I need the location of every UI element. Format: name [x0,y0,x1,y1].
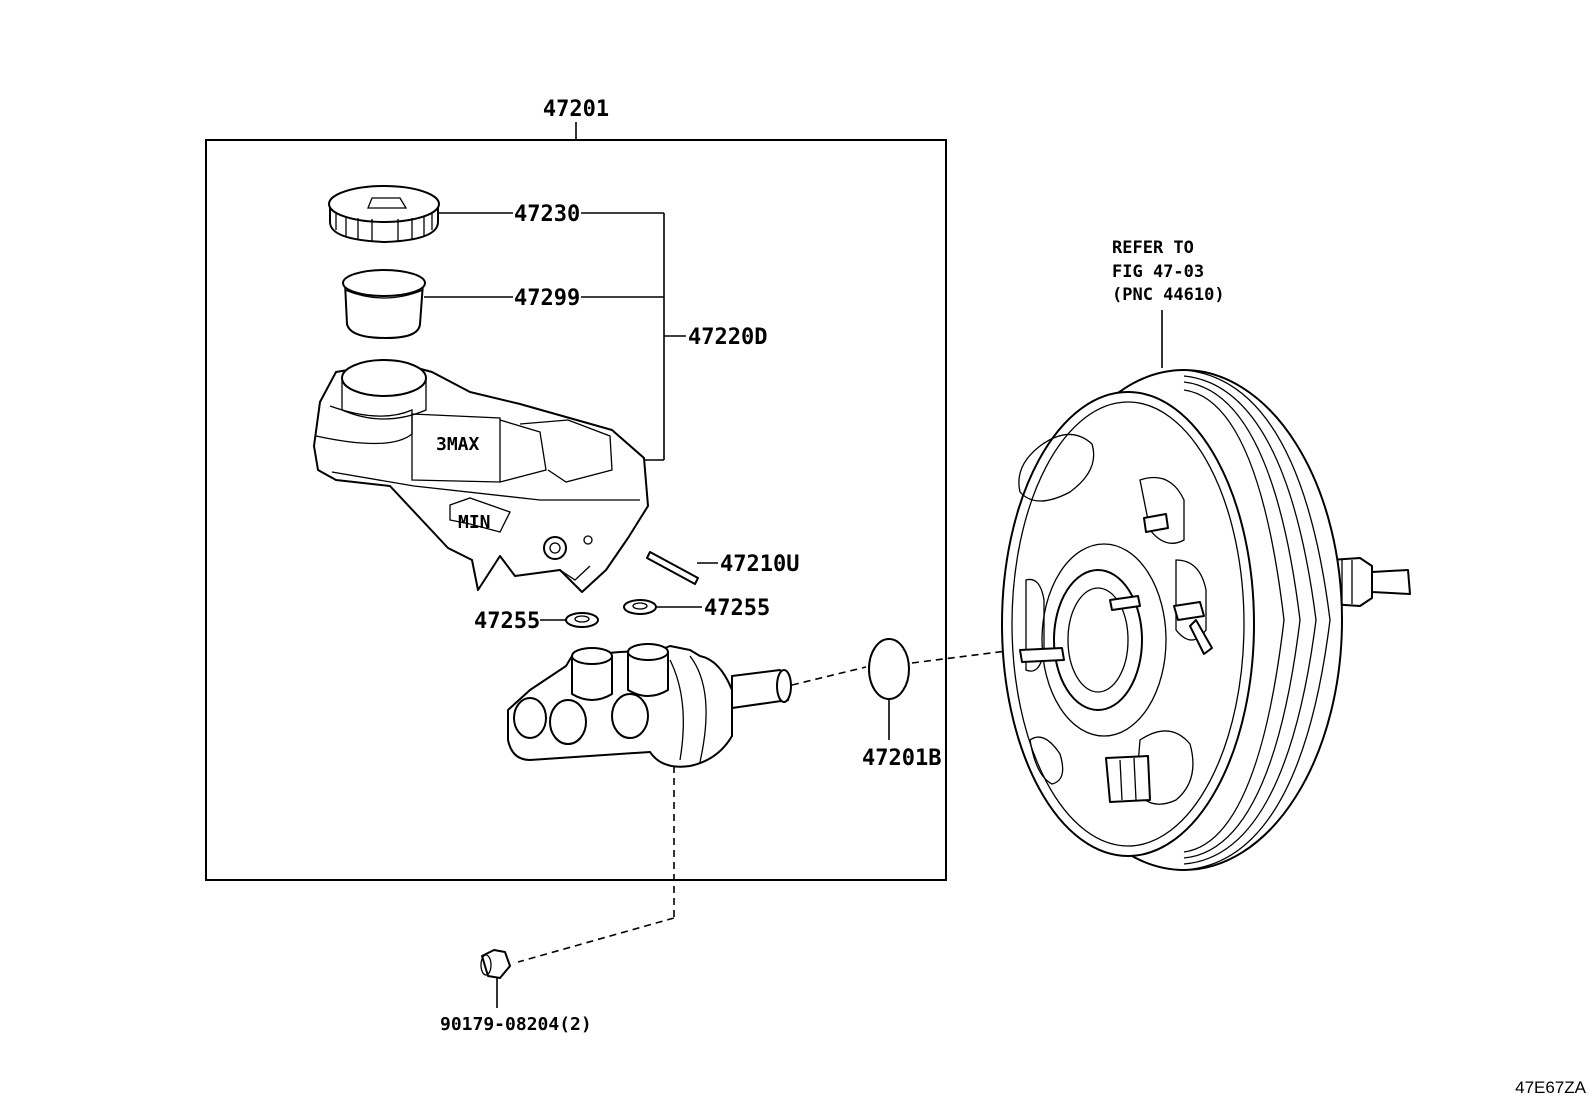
plug [480,949,511,979]
label-plug: 90179-08204(2) [440,1014,592,1035]
o-ring [868,638,910,700]
label-47230: 47230 [514,202,580,227]
label-47201B: 47201B [862,746,941,771]
label-47255-left: 47255 [474,609,540,634]
master-cylinder-body [507,643,792,768]
label-47220D: 47220D [688,325,767,350]
label-47255-right: 47255 [704,596,770,621]
grommet-left [565,612,599,628]
label-47210U: 47210U [720,552,799,577]
figure-code: 47E67ZA [1515,1078,1587,1097]
reservoir-strainer [342,269,426,339]
note-line-1: REFER TO [1112,238,1194,258]
grommet-right [623,599,657,615]
reservoir-cap [328,185,440,243]
label-47201: 47201 [543,97,609,122]
reservoir-min-mark: MIN [458,512,491,533]
note-line-2: FIG 47-03 [1112,262,1204,282]
reservoir-pin [646,551,699,585]
reservoir-max-mark: 3MAX [436,434,480,455]
brake-fluid-reservoir: 3MAX MIN [313,359,649,593]
note-line-3: (PNC 44610) [1112,285,1225,305]
brake-booster [1001,369,1411,871]
label-47299: 47299 [514,286,580,311]
